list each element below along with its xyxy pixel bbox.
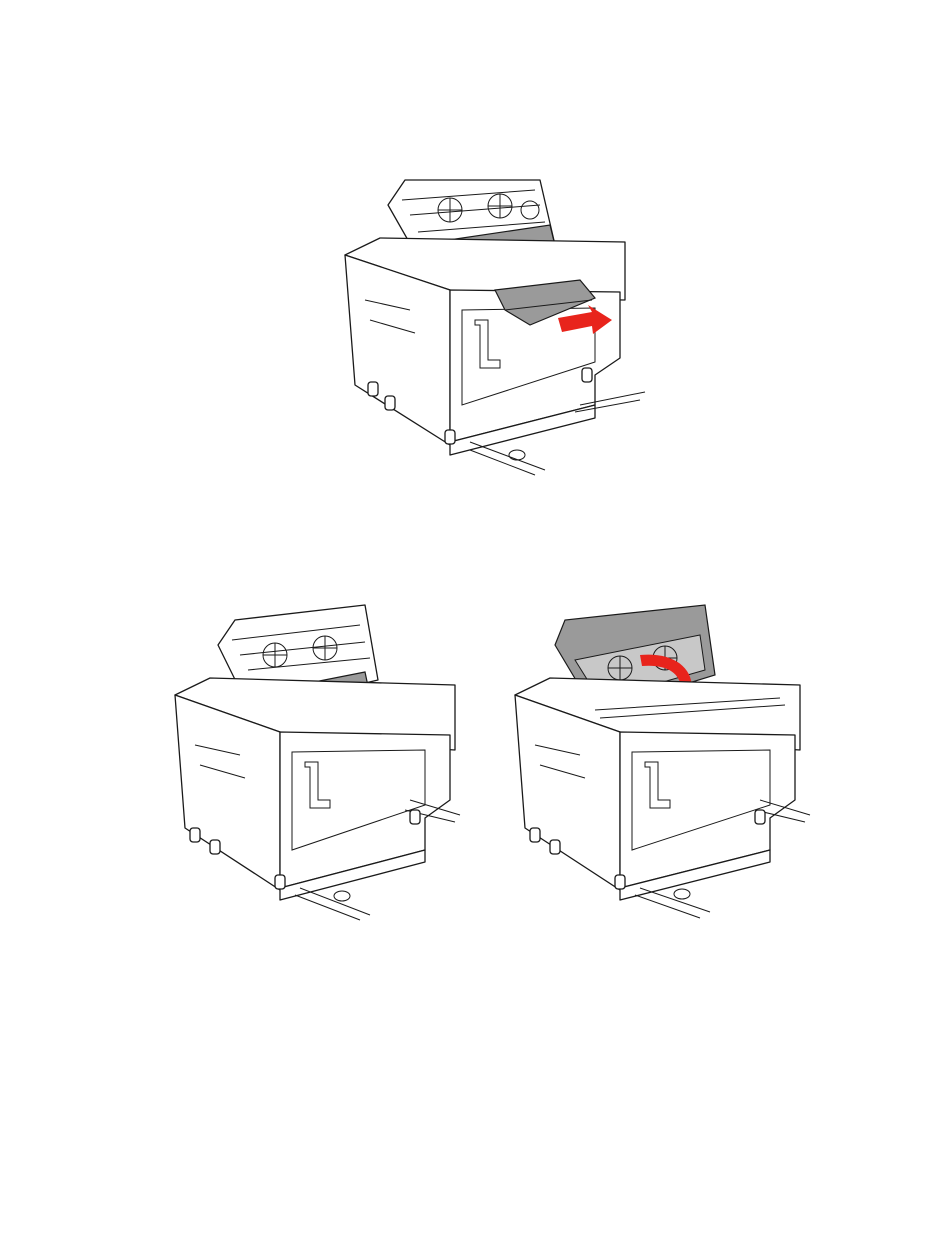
printer-tray-close-top-cover-illustration <box>500 600 830 920</box>
printer-tray-close-inner-cover-illustration <box>160 600 480 920</box>
printer-tray-remove-paper-illustration <box>330 150 650 480</box>
